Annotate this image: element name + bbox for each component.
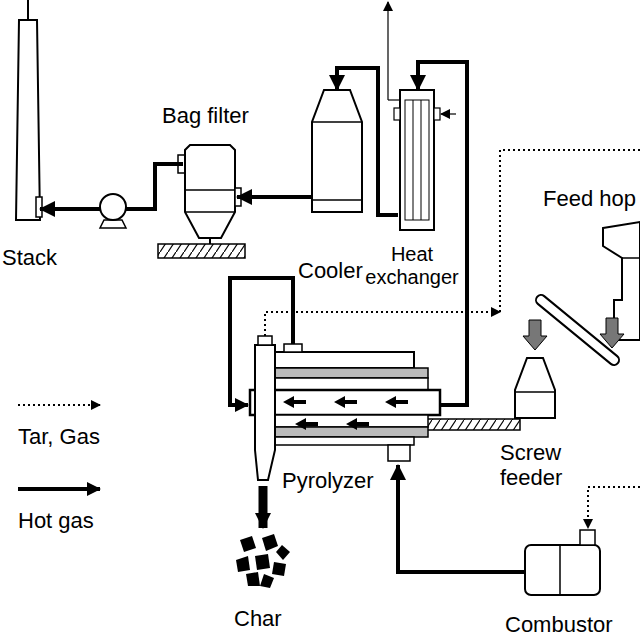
hot-gas-connector <box>418 62 467 405</box>
equipment-label: Cooler <box>298 258 363 283</box>
equipment-label: Combustor <box>505 612 613 637</box>
equipment-label: Feed hop <box>543 186 636 211</box>
legend-text: Tar, Gas <box>18 424 100 449</box>
equipment-label: Stack <box>2 245 57 270</box>
combustor-node: Combustor <box>525 545 600 595</box>
pyrolyzer-node: Pyrolyzer <box>250 340 440 480</box>
legend-text: Hot gas <box>18 508 94 533</box>
equipment-label: Pyrolyzer <box>282 468 374 493</box>
stack-node: Stack <box>16 18 40 222</box>
hot-gas-connector <box>237 195 312 199</box>
equipment-label: Heat exchanger <box>360 243 464 289</box>
equipment-label: Bag filter <box>162 103 249 128</box>
cooler-node: Cooler <box>312 90 362 215</box>
heat-exchanger-node: Heat exchanger <box>398 90 436 230</box>
hot-gas-connector <box>259 486 268 528</box>
equipment-label: Char <box>234 606 282 631</box>
hot-gas-connector <box>337 68 398 215</box>
bag-filter-node: Bag filter <box>183 142 237 242</box>
char-pile-node: Char <box>232 528 294 590</box>
equipment-label: Screw feeder <box>500 440 610 491</box>
feed-hopper-node: Feed hop <box>600 222 640 342</box>
screw-feeder-node: Screw feeder <box>515 356 555 418</box>
